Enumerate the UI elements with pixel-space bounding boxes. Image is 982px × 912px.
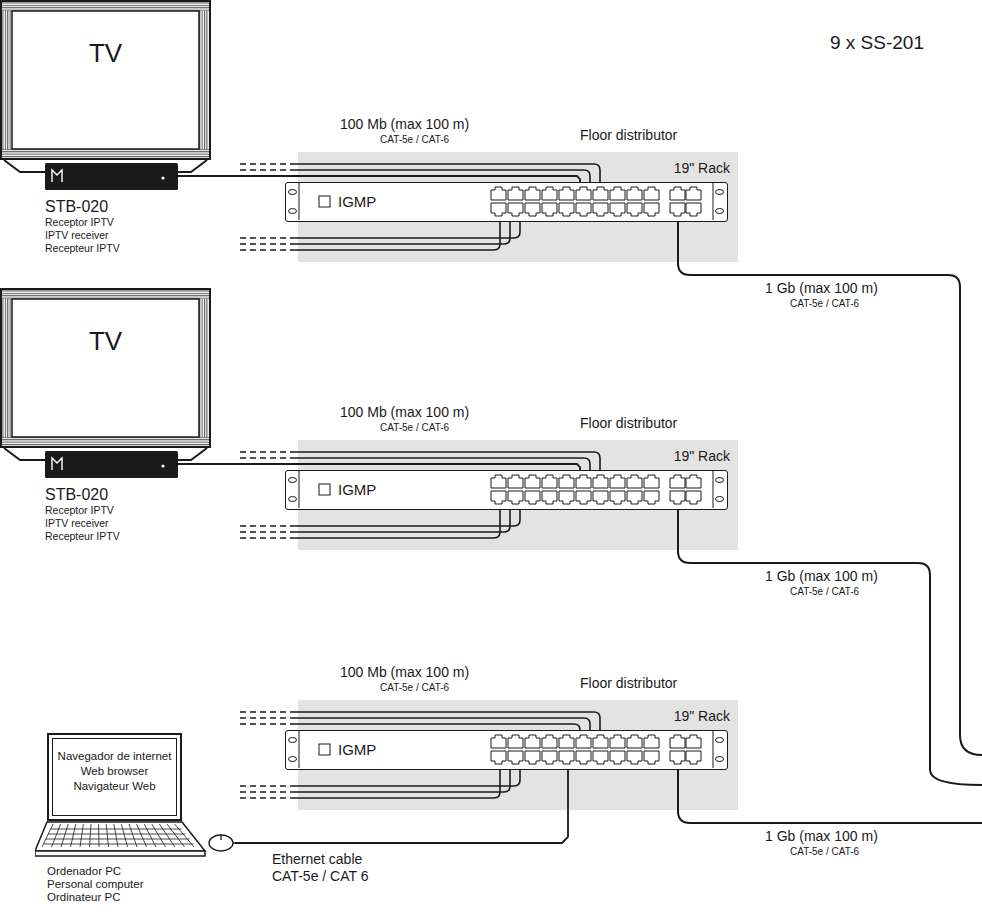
cable-dash <box>240 785 290 787</box>
cable-dash <box>240 717 290 719</box>
laptop-pc: Navegador de internetWeb browserNavigate… <box>35 733 235 904</box>
node-text: Floor distributor <box>580 127 677 143</box>
cable-spec: 1 Gb (max 100 m) <box>765 568 878 584</box>
cable-spec: CAT-5e / CAT-6 <box>380 682 449 693</box>
node-text: Receptor IPTV <box>45 216 178 229</box>
drop-cable <box>290 164 600 182</box>
switch-count: 9 x SS-201 <box>830 32 924 54</box>
node-text: STB-020 <box>45 197 178 216</box>
stb-box <box>45 451 178 478</box>
node-text: IGMP <box>338 471 376 508</box>
node-text: IGMP <box>338 731 376 768</box>
node-text: IGMP <box>338 183 376 220</box>
cable-spec: 100 Mb (max 100 m) <box>340 664 469 680</box>
cable-dash <box>240 237 290 239</box>
cable-spec: CAT-5e / CAT-6 <box>380 134 449 145</box>
drop-cable <box>290 770 520 786</box>
stb-box <box>45 163 178 190</box>
cable-spec: 100 Mb (max 100 m) <box>340 116 469 132</box>
network-cable <box>235 770 568 843</box>
node-text: IPTV receiver <box>45 517 178 530</box>
drop-cable <box>290 222 500 250</box>
node-text: TV <box>0 288 211 357</box>
laptop-keyboard <box>35 821 235 861</box>
tv-frame <box>0 0 211 160</box>
floor-rack: IGMPFloor distributor19" Rack <box>298 700 738 810</box>
node-text: Navegador de internet <box>49 749 180 764</box>
node-text: Recepteur IPTV <box>45 530 178 543</box>
cable-dash <box>240 537 290 539</box>
cable-dash <box>240 711 290 713</box>
node-text: 19" Rack <box>674 160 730 176</box>
node-text: Receptor IPTV <box>45 504 178 517</box>
cable-dash <box>240 169 290 171</box>
cable-spec: CAT-5e / CAT-6 <box>380 422 449 433</box>
cable-spec: 1 Gb (max 100 m) <box>765 280 878 296</box>
drop-cable <box>290 712 600 730</box>
node-text: 19" Rack <box>674 448 730 464</box>
cable-dash <box>240 531 290 533</box>
igmp-switch: IGMP <box>285 730 728 770</box>
laptop-caption: Ordenador PCPersonal computerOrdinateur … <box>47 865 235 904</box>
cable-dash <box>240 791 290 793</box>
cable-dash <box>240 525 290 527</box>
cable-dash <box>240 457 290 459</box>
igmp-switch: IGMP <box>285 470 728 510</box>
cable-spec: 1 Gb (max 100 m) <box>765 828 878 844</box>
laptop-screen: Navegador de internetWeb browserNavigate… <box>47 733 182 821</box>
node-text: Floor distributor <box>580 415 677 431</box>
drop-cable <box>290 510 510 532</box>
cable-spec: CAT-5e / CAT 6 <box>272 868 368 884</box>
set-top-box: STB-020Receptor IPTVIPTV receiverRecepte… <box>45 163 178 255</box>
drop-cable <box>290 452 600 470</box>
cable-dash <box>240 723 290 725</box>
drop-cable <box>290 770 510 792</box>
node-text: Personal computer <box>47 878 235 891</box>
floor-rack: IGMPFloor distributor19" Rack <box>298 440 738 550</box>
tv-frame <box>0 288 211 448</box>
tv-stand <box>4 160 207 460</box>
node-text: Recepteur IPTV <box>45 242 178 255</box>
cable-spec: CAT-5e / CAT-6 <box>790 846 859 857</box>
drop-cable <box>290 222 510 244</box>
drop-cable <box>290 222 520 238</box>
drop-cable <box>290 770 500 798</box>
node-text: Floor distributor <box>580 675 677 691</box>
node-text: Ordinateur PC <box>47 891 235 904</box>
node-text: IPTV receiver <box>45 229 178 242</box>
cable-spec: Ethernet cable <box>272 851 362 867</box>
drop-cable <box>290 510 520 526</box>
floor-rack: IGMPFloor distributor19" Rack <box>298 152 738 262</box>
node-text: 19" Rack <box>674 708 730 724</box>
drop-cable <box>290 510 500 538</box>
set-top-box: STB-020Receptor IPTVIPTV receiverRecepte… <box>45 451 178 543</box>
cable-spec: CAT-5e / CAT-6 <box>790 586 859 597</box>
tv-screen: TV <box>0 288 211 448</box>
cable-dash <box>240 249 290 251</box>
node-text: Navigateur Web <box>49 779 180 794</box>
cable-spec: CAT-5e / CAT-6 <box>790 298 859 309</box>
cable-dash <box>240 163 290 165</box>
node-text: Web browser <box>49 764 180 779</box>
cable-dash <box>240 243 290 245</box>
igmp-switch: IGMP <box>285 182 728 222</box>
cable-dash <box>240 451 290 453</box>
node-text: Ordenador PC <box>47 865 235 878</box>
cable-spec: 100 Mb (max 100 m) <box>340 404 469 420</box>
cable-dash <box>240 797 290 799</box>
drop-cable <box>290 718 590 730</box>
node-text: TV <box>0 0 211 69</box>
node-text: STB-020 <box>45 485 178 504</box>
tv-screen: TV <box>0 0 211 160</box>
